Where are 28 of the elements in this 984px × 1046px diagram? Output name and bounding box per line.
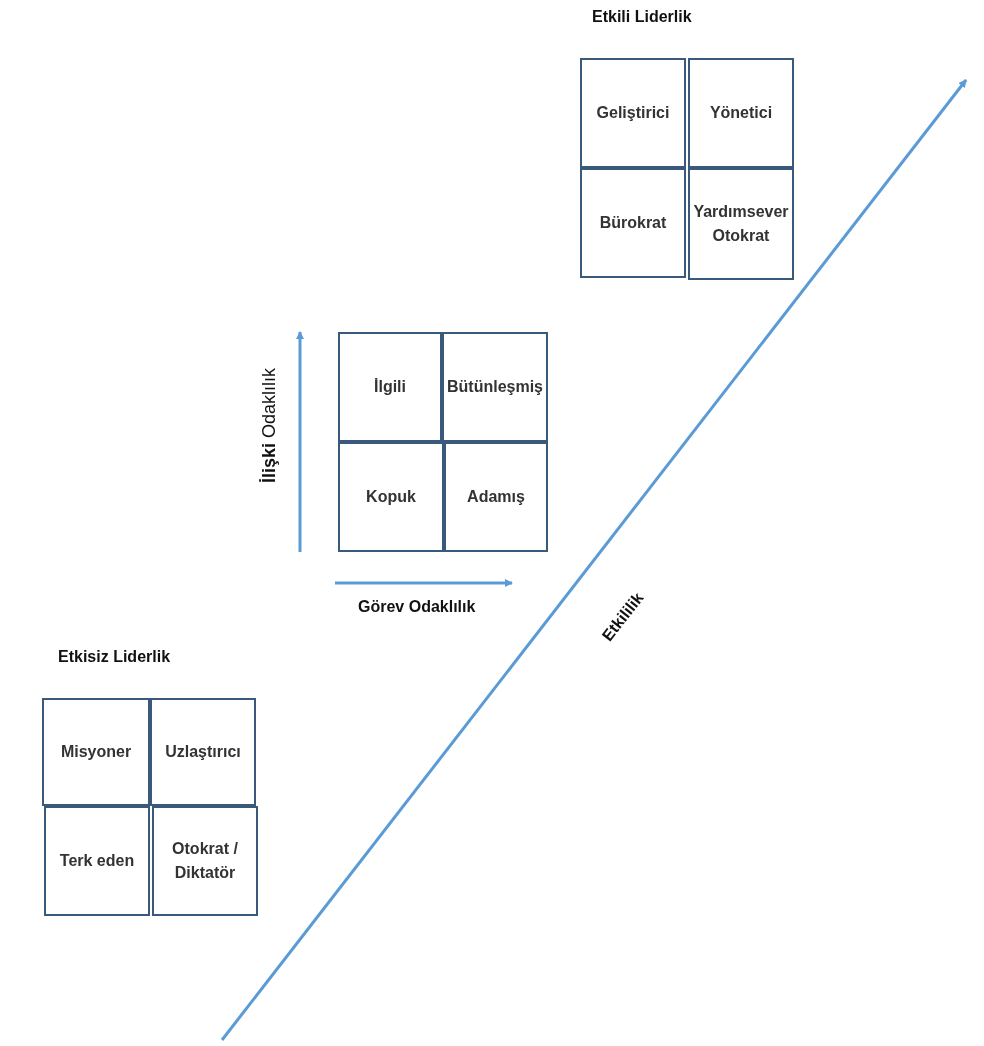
style-cell: [42, 698, 150, 806]
grid-heading: Etkili Liderlik: [592, 8, 692, 26]
style-name: Otokrat / Diktatör: [171, 839, 239, 883]
style-name: Yardımsever Otokrat: [692, 202, 790, 246]
style-name: Geliştirici: [595, 103, 671, 123]
grid-heading: Etkisiz Liderlik: [58, 648, 171, 666]
style-name: Bürokrat: [598, 213, 668, 233]
style-cell: [150, 698, 256, 806]
style-cell: [688, 168, 794, 280]
style-name: İlgili: [373, 377, 407, 397]
style-name: Misyoner: [59, 742, 133, 762]
style-cell: [44, 806, 150, 916]
style-name: Adamış: [466, 487, 526, 507]
style-cell: [580, 58, 686, 168]
axis-label: İlişki Odaklılık: [259, 367, 281, 484]
style-cell: [580, 168, 686, 278]
style-cell: [152, 806, 258, 916]
style-name: Bütünleşmiş: [446, 377, 544, 397]
style-cell: [688, 58, 794, 168]
style-cell: [444, 442, 548, 552]
style-name: Terk eden: [58, 851, 136, 871]
style-cell: [338, 442, 444, 552]
style-name: Yönetici: [708, 103, 774, 123]
axis-label: Görev Odaklılık: [358, 598, 476, 616]
style-cell: [338, 332, 442, 442]
style-name: Uzlaştırıcı: [164, 742, 242, 762]
style-cell: [442, 332, 548, 442]
style-name: Kopuk: [365, 487, 417, 507]
